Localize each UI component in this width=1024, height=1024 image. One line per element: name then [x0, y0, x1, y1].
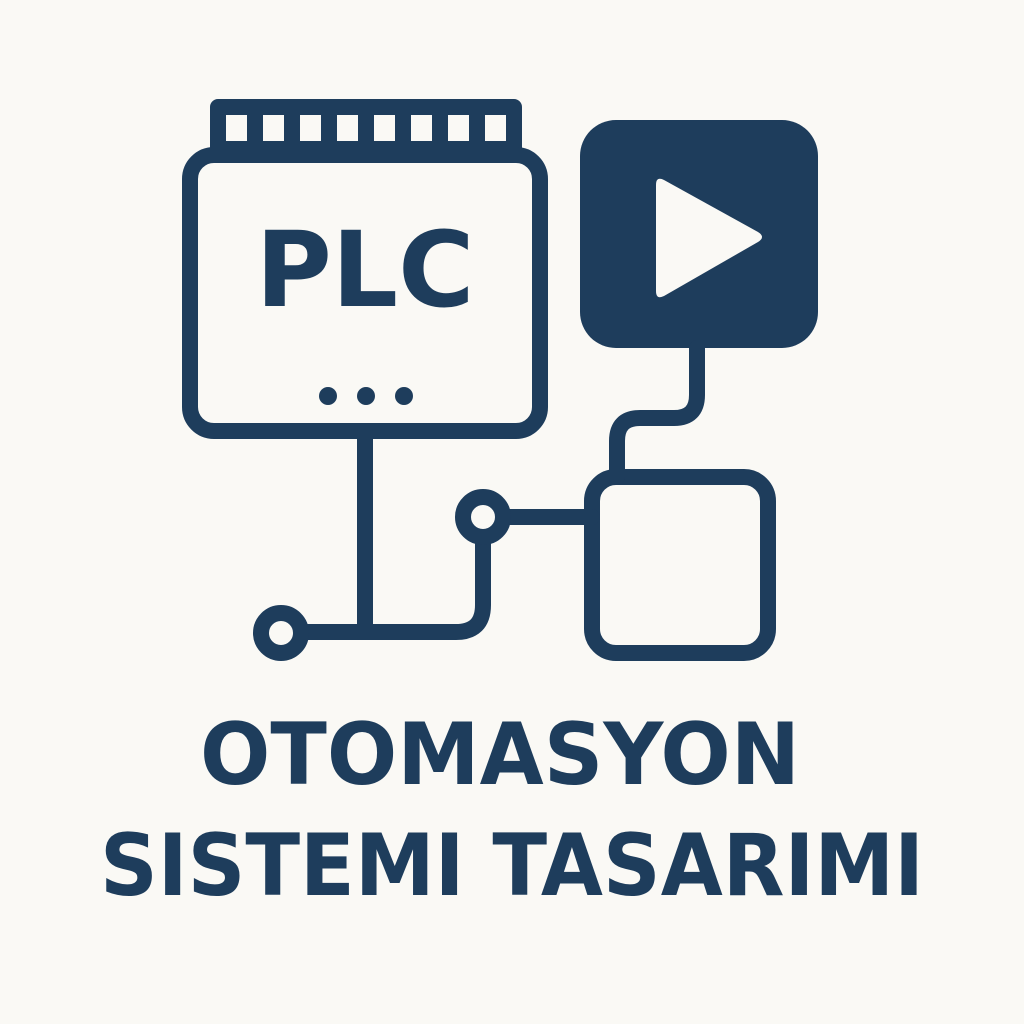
circuit-wires [292, 340, 705, 640]
left-terminal-node [253, 605, 309, 661]
wire-play-to-output [609, 340, 705, 485]
title-line-1: OTOMASYON [200, 705, 800, 805]
plc-connector-pins [210, 99, 522, 157]
title-line-2: SISTEMI TASARIMI [100, 816, 924, 916]
play-block [580, 120, 818, 348]
plc-label: PLC [256, 209, 475, 331]
wire-bottom-bus [292, 527, 491, 640]
plc-indicator-dots [319, 387, 413, 405]
output-module [584, 469, 776, 661]
junction-node [455, 489, 511, 545]
plc-module: PLC [182, 99, 548, 439]
play-icon [656, 178, 762, 298]
